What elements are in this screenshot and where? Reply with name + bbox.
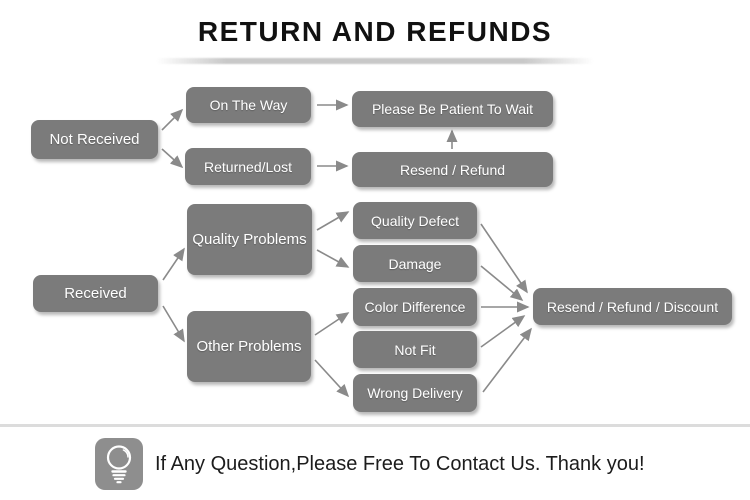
lightbulb-icon	[95, 438, 143, 490]
node-other-problems: Other Problems	[187, 311, 311, 382]
node-quality-problems: Quality Problems	[187, 204, 312, 275]
node-not-received: Not Received	[31, 120, 158, 159]
node-resend-refund: Resend / Refund	[352, 152, 553, 187]
node-returned-lost: Returned/Lost	[185, 148, 311, 185]
node-on-the-way: On The Way	[186, 87, 311, 123]
node-received: Received	[33, 275, 158, 312]
footer-divider	[0, 424, 750, 427]
title-underline	[156, 58, 594, 64]
page-title: RETURN AND REFUNDS	[197, 16, 553, 47]
node-damage: Damage	[353, 245, 477, 282]
node-wrong-delivery: Wrong Delivery	[353, 374, 477, 412]
node-please-be-patient-to-wait: Please Be Patient To Wait	[352, 91, 553, 127]
footer-message: If Any Question,Please Free To Contact U…	[155, 452, 645, 475]
node-resend-refund-discount: Resend / Refund / Discount	[533, 288, 732, 325]
node-quality-defect: Quality Defect	[353, 202, 477, 239]
node-color-difference: Color Difference	[353, 288, 477, 326]
node-not-fit: Not Fit	[353, 331, 477, 368]
footer: If Any Question,Please Free To Contact U…	[95, 438, 645, 490]
